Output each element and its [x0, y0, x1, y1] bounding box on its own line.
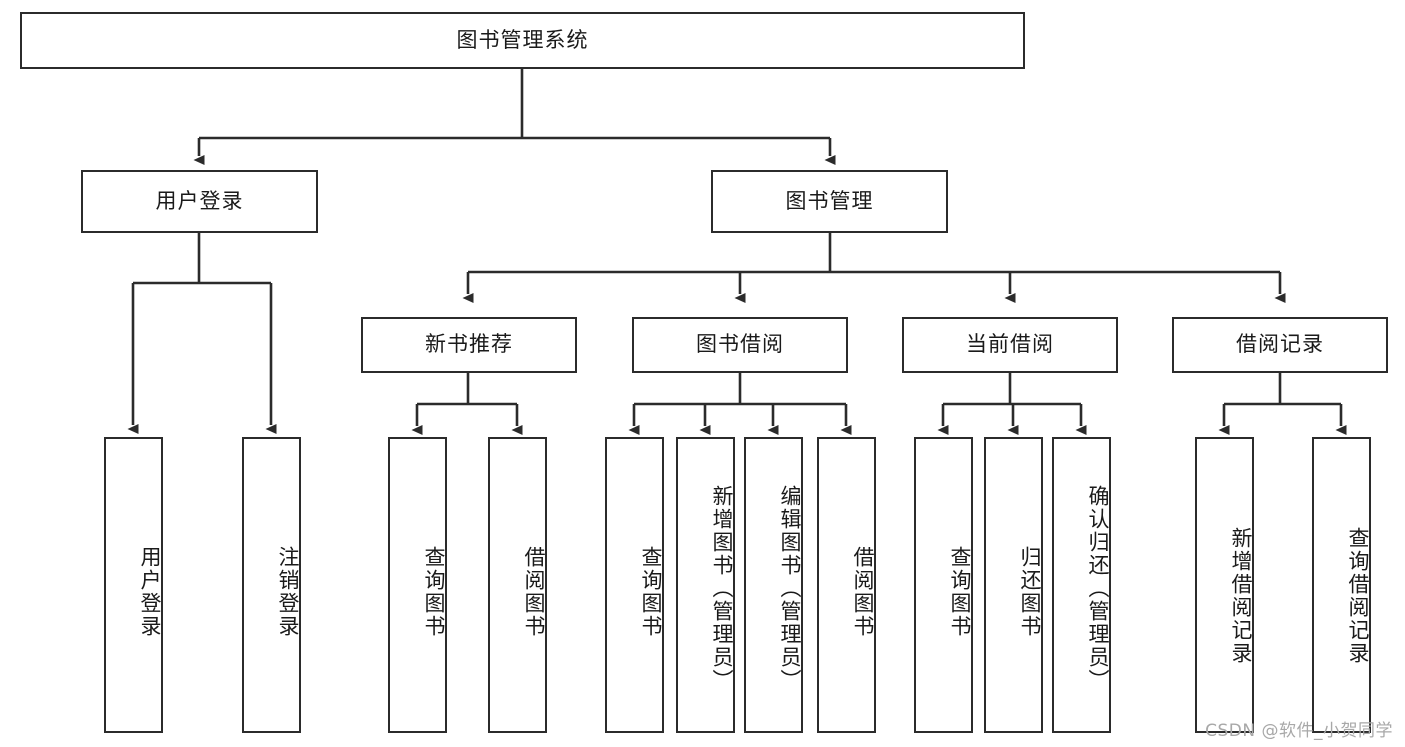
node-root[interactable]: 图书管理系统	[20, 12, 1025, 69]
node-new-book-recommend-label: 新书推荐	[425, 332, 513, 357]
node-leaf-add-book-label: 新增图书（管理员）	[710, 484, 734, 692]
node-leaf-query-book-1[interactable]: 查询图书	[388, 437, 447, 733]
node-leaf-borrow-book-2[interactable]: 借阅图书	[817, 437, 876, 733]
node-leaf-borrow-book-1-label: 借阅图书	[522, 546, 546, 638]
node-leaf-add-record-label: 新增借阅记录	[1229, 527, 1253, 665]
node-leaf-query-record[interactable]: 查询借阅记录	[1312, 437, 1371, 733]
node-book-borrow-label: 图书借阅	[696, 332, 784, 357]
node-leaf-query-book-1-label: 查询图书	[422, 546, 446, 638]
node-leaf-confirm-return-label: 确认归还（管理员）	[1086, 484, 1110, 692]
node-leaf-edit-book[interactable]: 编辑图书（管理员）	[744, 437, 803, 733]
node-leaf-add-record[interactable]: 新增借阅记录	[1195, 437, 1254, 733]
node-leaf-confirm-return[interactable]: 确认归还（管理员）	[1052, 437, 1111, 733]
node-new-book-recommend[interactable]: 新书推荐	[361, 317, 577, 373]
node-leaf-edit-book-label: 编辑图书（管理员）	[778, 484, 802, 692]
node-leaf-add-book[interactable]: 新增图书（管理员）	[676, 437, 735, 733]
node-leaf-logout[interactable]: 注销登录	[242, 437, 301, 733]
node-current-borrow-label: 当前借阅	[966, 332, 1054, 357]
node-leaf-return-book[interactable]: 归还图书	[984, 437, 1043, 733]
node-leaf-query-book-2[interactable]: 查询图书	[605, 437, 664, 733]
node-leaf-user-login-label: 用户登录	[138, 546, 162, 638]
node-book-management[interactable]: 图书管理	[711, 170, 948, 233]
node-leaf-query-record-label: 查询借阅记录	[1346, 527, 1370, 665]
node-leaf-logout-label: 注销登录	[276, 546, 300, 638]
node-current-borrow[interactable]: 当前借阅	[902, 317, 1118, 373]
node-root-label: 图书管理系统	[456, 27, 589, 52]
node-leaf-query-book-3-label: 查询图书	[948, 546, 972, 638]
node-leaf-query-book-3[interactable]: 查询图书	[914, 437, 973, 733]
node-borrow-record-label: 借阅记录	[1236, 332, 1324, 357]
node-leaf-return-book-label: 归还图书	[1018, 546, 1042, 638]
node-book-management-label: 图书管理	[785, 188, 874, 213]
node-user-login-label: 用户登录	[155, 188, 244, 213]
node-leaf-borrow-book-2-label: 借阅图书	[851, 546, 875, 638]
node-book-borrow[interactable]: 图书借阅	[632, 317, 848, 373]
node-leaf-borrow-book-1[interactable]: 借阅图书	[488, 437, 547, 733]
node-borrow-record[interactable]: 借阅记录	[1172, 317, 1388, 373]
node-user-login[interactable]: 用户登录	[81, 170, 318, 233]
node-leaf-user-login[interactable]: 用户登录	[104, 437, 163, 733]
node-leaf-query-book-2-label: 查询图书	[639, 546, 663, 638]
watermark: CSDN @软件_小贺同学	[1205, 721, 1393, 741]
